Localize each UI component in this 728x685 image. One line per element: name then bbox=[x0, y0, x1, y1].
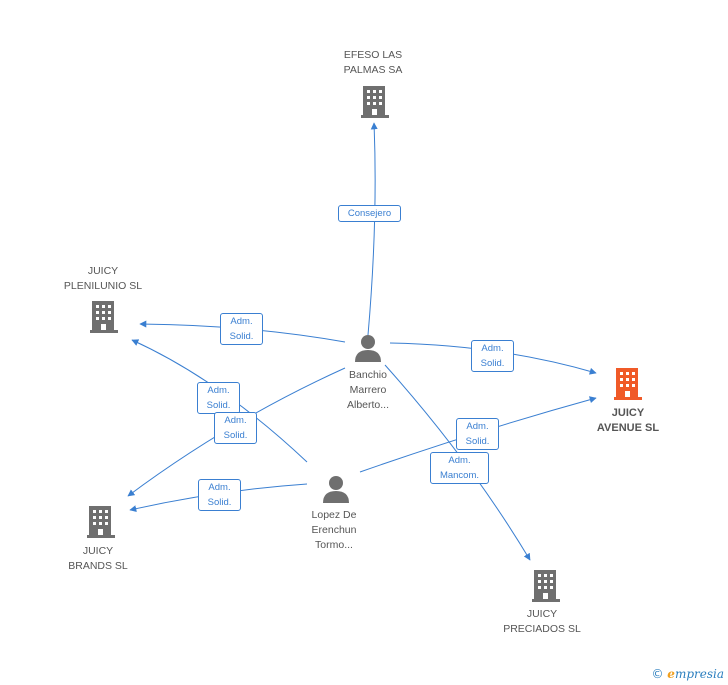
node-label-plenilunio[interactable]: JUICY PLENILUNIO SL bbox=[63, 265, 143, 292]
edge-banchio-efeso bbox=[367, 122, 378, 336]
building-icon-primary[interactable] bbox=[614, 368, 642, 400]
edge-label-banchio-preciados: Adm. Mancom. bbox=[430, 452, 489, 484]
person-icon[interactable] bbox=[323, 476, 349, 503]
copyright-symbol: © bbox=[651, 667, 664, 681]
building-icon[interactable] bbox=[361, 86, 389, 118]
edge-label-banchio-plenilunio: Adm. Solid. bbox=[220, 313, 263, 345]
edge-label-lopez-plenilunio: Adm. Solid. bbox=[197, 382, 240, 414]
edge-label-lopez-avenue: Adm. Solid. bbox=[456, 418, 499, 450]
brand-e: e bbox=[667, 667, 675, 681]
edge-label-banchio-avenue: Adm. Solid. bbox=[471, 340, 514, 372]
node-label-banchio[interactable]: Banchio Marrero Alberto... bbox=[346, 369, 390, 411]
building-icon[interactable] bbox=[87, 506, 115, 538]
building-icon[interactable] bbox=[532, 570, 560, 602]
node-label-efeso[interactable]: EFESO LAS PALMAS SA bbox=[343, 49, 403, 76]
node-label-avenue[interactable]: JUICY AVENUE SL bbox=[596, 407, 660, 434]
edge-label-banchio-brands: Adm. Solid. bbox=[214, 412, 257, 444]
node-label-lopez[interactable]: Lopez De Erenchun Tormo... bbox=[311, 509, 357, 551]
person-icon[interactable] bbox=[355, 335, 381, 362]
empresia-logo[interactable]: © empresia bbox=[651, 667, 724, 681]
building-icon[interactable] bbox=[90, 301, 118, 333]
node-label-brands[interactable]: JUICY BRANDS SL bbox=[68, 545, 128, 572]
edge-label-consejero: Consejero bbox=[338, 205, 401, 222]
brand-name: mpresia bbox=[674, 667, 724, 681]
node-label-preciados[interactable]: JUICY PRECIADOS SL bbox=[503, 608, 581, 635]
edge-label-lopez-brands: Adm. Solid. bbox=[198, 479, 241, 511]
